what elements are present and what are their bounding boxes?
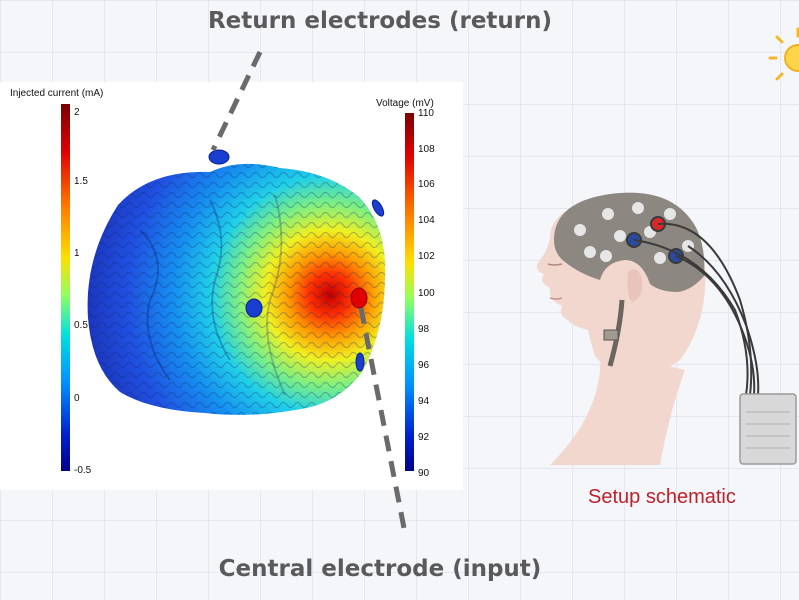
central-electrode [351,288,367,308]
return-pointer-line [213,52,260,150]
strap-buckle [604,330,618,340]
central-pointer-line [361,308,404,528]
return-electrode-right-lower [356,353,364,371]
return-electrode-top [209,150,229,164]
stimulator-box [740,394,796,464]
return-electrode-right-upper [370,198,386,218]
return-electrode-left [246,299,262,317]
sun-icon [768,20,799,80]
brain-voltage-map [0,0,470,600]
setup-caption: Setup schematic [588,486,736,509]
head-with-cap-illustration [510,180,799,480]
